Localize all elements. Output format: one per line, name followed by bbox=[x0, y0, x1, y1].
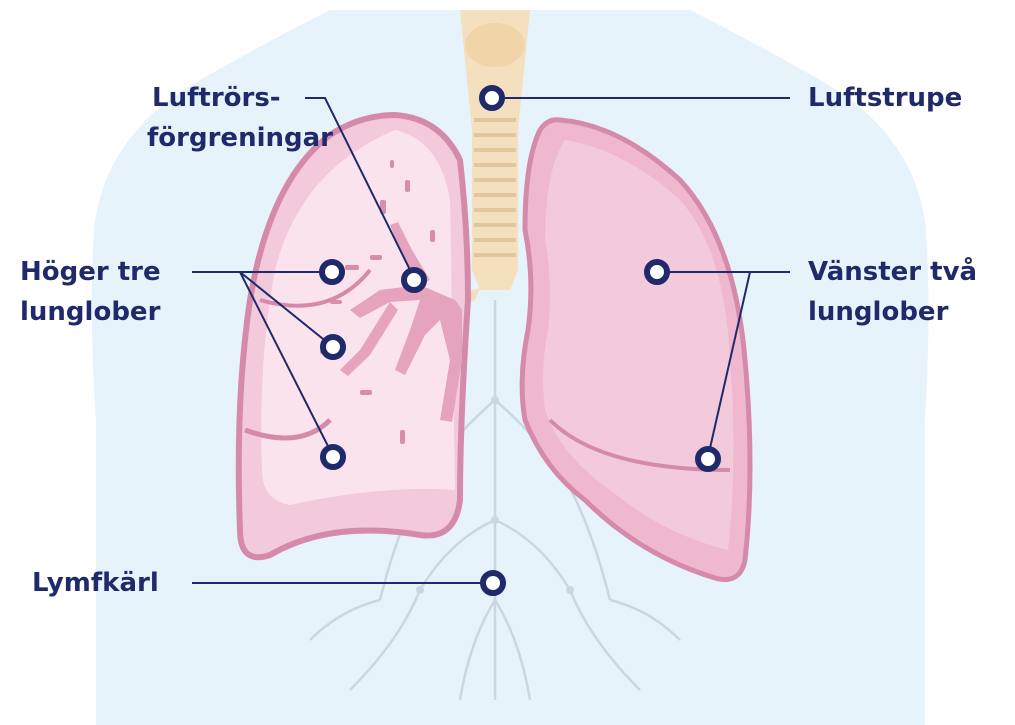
label-right-lobes: Höger tre lunglober bbox=[20, 252, 161, 332]
marker-left-lobe-upper bbox=[647, 262, 667, 282]
label-bronchi-line2: förgreningar bbox=[147, 118, 333, 158]
marker-right-lobe-middle bbox=[323, 337, 343, 357]
label-lymph: Lymfkärl bbox=[32, 563, 159, 603]
marker-bronchi bbox=[404, 270, 424, 290]
marker-left-lobe-lower bbox=[698, 449, 718, 469]
marker-lymph bbox=[483, 573, 503, 593]
label-left-lobes-line2: lunglober bbox=[808, 292, 977, 332]
label-bronchi: Luftrörs- förgreningar bbox=[152, 78, 333, 158]
label-right-lobes-line2: lunglober bbox=[20, 292, 161, 332]
label-left-lobes: Vänster två lunglober bbox=[808, 252, 977, 332]
marker-right-lobe-lower bbox=[323, 447, 343, 467]
label-left-lobes-line1: Vänster två bbox=[808, 252, 977, 292]
label-right-lobes-line1: Höger tre bbox=[20, 252, 161, 292]
label-bronchi-line1: Luftrörs- bbox=[152, 78, 333, 118]
label-trachea: Luftstrupe bbox=[808, 78, 962, 118]
marker-trachea bbox=[482, 88, 502, 108]
marker-right-lobe-upper bbox=[322, 262, 342, 282]
